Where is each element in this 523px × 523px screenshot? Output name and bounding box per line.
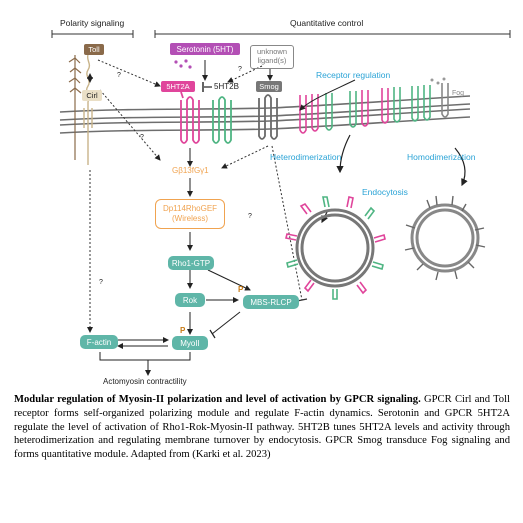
5ht2b-label: 5HT2B	[214, 82, 239, 91]
caption-body: GPCR Cirl and Toll receptor forms self-o…	[14, 394, 510, 461]
cell-membrane	[59, 95, 471, 134]
caption-title: Modular regulation of Myosin-II polariza…	[14, 394, 421, 405]
quantitative-control-label: Quantitative control	[290, 18, 364, 28]
quantitative-bracket	[154, 30, 511, 38]
actomyosin-output-label: Actomyosin contractility	[103, 377, 187, 386]
membrane-receptors-right	[299, 83, 449, 134]
endocytosis-label: Endocytosis	[362, 187, 408, 197]
smog-to-mbs-line	[271, 145, 303, 301]
rhogef-name: Dp114RhoGEF	[162, 203, 218, 213]
5ht2b-receptor	[212, 96, 232, 144]
fog-molecules	[430, 77, 446, 85]
toll-question-mark: ?	[117, 72, 121, 79]
homodimer-vesicle	[404, 195, 486, 281]
fog-label: Fog	[452, 90, 465, 97]
polarity-bracket	[51, 30, 134, 38]
unknown-ligand-label: unknown ligand(s)	[250, 45, 294, 69]
serotonin-label: Serotonin (5HT)	[170, 43, 240, 55]
toll-to-5ht2a-arrow	[97, 59, 161, 87]
rhogef-alias: (Wireless)	[172, 214, 208, 223]
polarity-signaling-label: Polarity signaling	[60, 18, 125, 28]
endocytosis-arrow-a	[336, 134, 351, 174]
serotonin-molecules	[174, 59, 192, 69]
factin-node: F-actin	[80, 335, 118, 349]
output-bracket	[99, 352, 191, 376]
mbs-phospho-p: P	[238, 285, 244, 294]
toll-label: Toll	[84, 44, 104, 55]
smog-receptor	[258, 94, 278, 140]
mbs-inhibits-myoii	[211, 311, 241, 335]
toll-receptor	[68, 55, 82, 160]
cirl-label: Cirl	[82, 90, 102, 101]
receptor-regulation-label: Receptor regulation	[316, 70, 391, 80]
factin-question-mark: ?	[99, 279, 103, 286]
cirl-to-gbg-arrow	[99, 89, 161, 161]
smog-to-gbg-arrow	[221, 145, 269, 169]
homodimerization-arrow	[454, 147, 468, 187]
mbs-rlcp-node: MBS-RLCP	[243, 295, 299, 309]
myoii-phospho-p: P	[180, 326, 186, 335]
rhogef-box: Dp114RhoGEF (Wireless)	[155, 199, 225, 229]
homodimerization-label: Homodimerization	[407, 152, 476, 162]
heterodimerization-arrow	[299, 79, 356, 111]
rok-node: Rok	[175, 293, 205, 307]
diagram-figure	[51, 30, 511, 376]
smog-label: Smog	[256, 81, 282, 92]
gbg-label: Gβ13fGγ1	[172, 166, 209, 175]
figure-caption: Modular regulation of Myosin-II polariza…	[14, 393, 510, 462]
rho1-to-mbs-arrow	[207, 269, 251, 291]
cirl-question-mark: ?	[140, 134, 144, 141]
myoii-node: MyoII	[172, 336, 208, 350]
ligand-question-mark: ?	[238, 66, 242, 73]
smog-question-mark: ?	[248, 213, 252, 220]
5ht2a-receptor	[180, 91, 200, 144]
5ht2a-label: 5HT2A	[161, 81, 195, 92]
heterodimerization-label: Heterodimerization	[270, 152, 342, 162]
rho1-gtp-node: Rho1-GTP	[168, 256, 214, 270]
heterodimer-vesicle	[285, 196, 386, 300]
